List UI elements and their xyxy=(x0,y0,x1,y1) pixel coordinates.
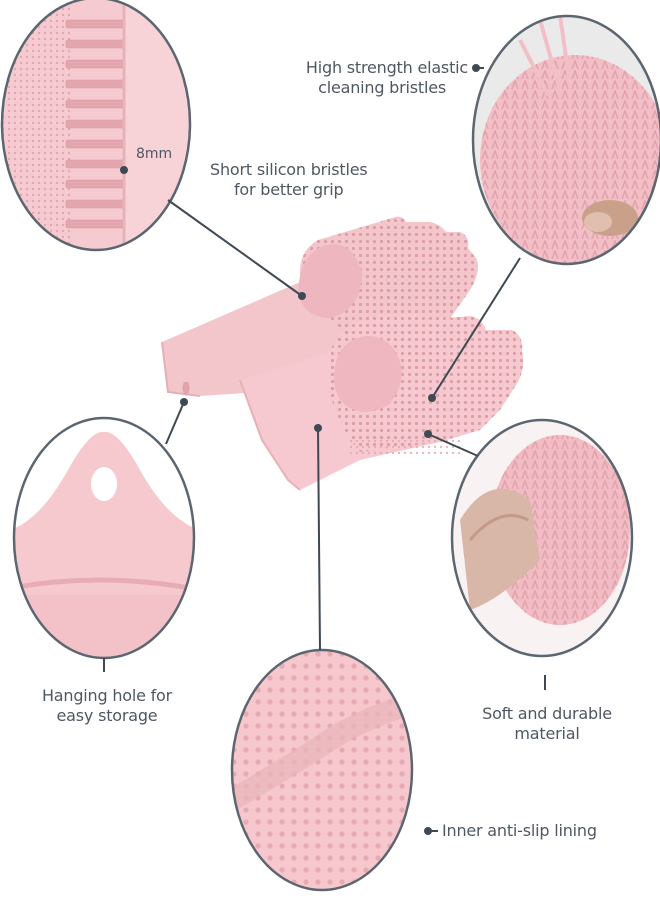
hanging-hole-label: Hanging hole for easy storage xyxy=(32,686,182,726)
anti-slip-label: Inner anti-slip lining xyxy=(442,821,597,841)
soft-material-line2: material xyxy=(514,724,580,743)
hanging-hole-line2: easy storage xyxy=(56,706,158,725)
bristle-height-measurement: 8mm xyxy=(136,146,173,162)
gloves-product xyxy=(161,216,524,491)
leader-dots xyxy=(120,64,480,835)
short-bristles-line1: Short silicon bristles xyxy=(210,160,368,179)
anti-slip-lining-image xyxy=(230,648,414,892)
anti-slip-line1: Inner anti-slip lining xyxy=(442,821,597,840)
soft-material-label: Soft and durable material xyxy=(472,704,622,744)
elastic-bristles-label: High strength elastic cleaning bristles xyxy=(296,58,468,98)
front-glove xyxy=(239,313,524,491)
soft-material-image xyxy=(450,418,634,658)
leader-lines xyxy=(103,199,546,690)
elastic-bristles-image xyxy=(471,14,660,266)
elastic-bristles-line1: High strength elastic xyxy=(305,58,468,77)
bristle-closeup-image xyxy=(0,0,192,252)
elastic-bristles-line2: cleaning bristles xyxy=(318,78,446,97)
hanging-hole-image xyxy=(12,416,196,660)
soft-material-line1: Soft and durable xyxy=(482,704,612,723)
short-bristles-line2: for better grip xyxy=(234,180,344,199)
short-bristles-label: Short silicon bristles for better grip xyxy=(210,160,368,200)
hanging-hole-line1: Hanging hole for xyxy=(41,686,173,705)
